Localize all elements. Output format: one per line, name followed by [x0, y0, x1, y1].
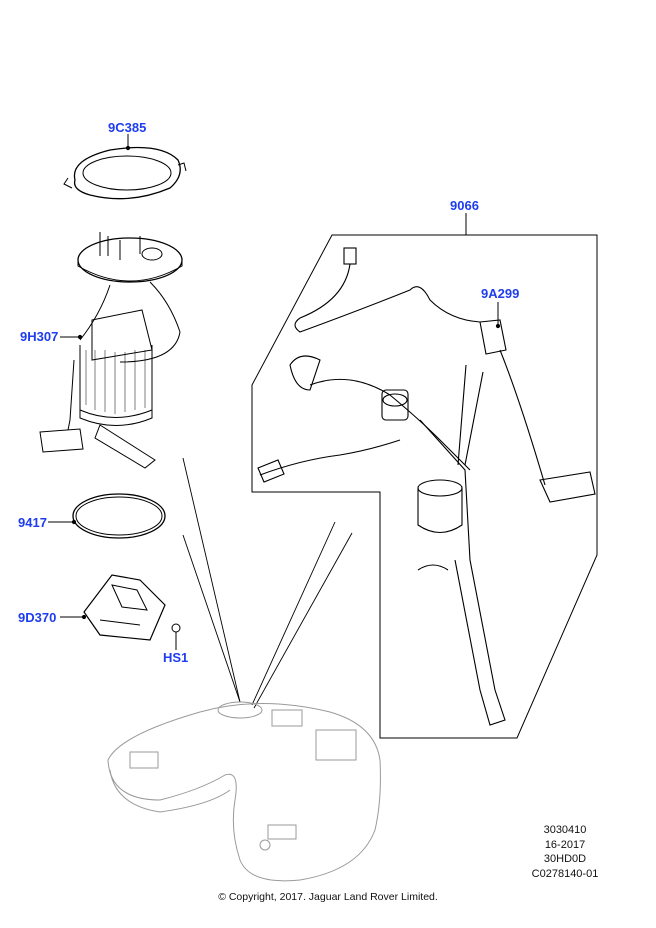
illustration-number: 3030410	[543, 824, 587, 836]
callout-9066: 9066	[450, 198, 479, 213]
callout-9417: 9417	[18, 515, 47, 530]
callout-9c385: 9C385	[108, 120, 147, 135]
callout-hs1: HS1	[163, 650, 189, 665]
callout-9d370: 9D370	[18, 610, 57, 625]
illustration-date: 16-2017	[544, 838, 586, 851]
illustration-code: 30HD0D	[543, 853, 587, 865]
lock-ring-part	[63, 134, 187, 200]
leader-lines	[182, 457, 353, 709]
callout-9h307: 9H307	[20, 329, 59, 344]
copyright-notice: © Copyright, 2017. Jaguar Land Rover Lim…	[218, 891, 438, 903]
fuel-sender-assembly-part	[257, 247, 596, 726]
bracket-part	[60, 574, 181, 650]
illustration-info: 3030410 16-2017 30HD0D C0278140-01	[520, 823, 610, 881]
o-ring-part	[48, 493, 166, 539]
sender-group-outline	[251, 213, 598, 739]
callout-9a299: 9A299	[481, 286, 520, 301]
illustration-id: C0278140-01	[531, 867, 599, 880]
fuel-tank-part	[107, 701, 381, 882]
fuel-pump-module-part	[39, 232, 183, 469]
